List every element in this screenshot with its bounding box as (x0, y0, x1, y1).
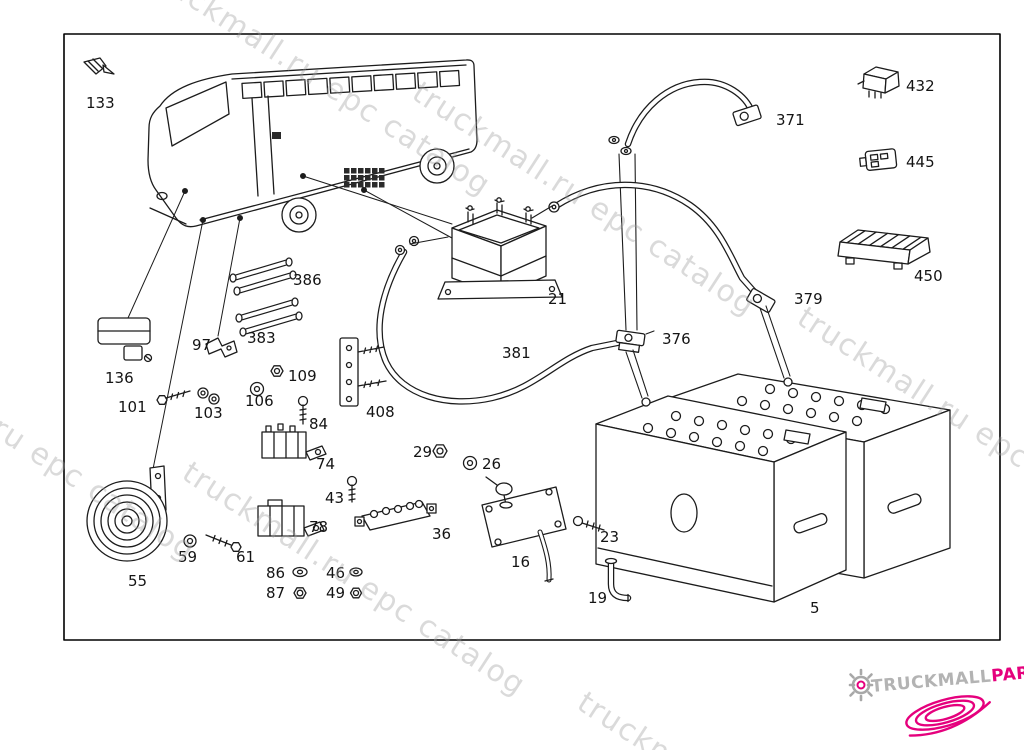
part-55-horn (86, 465, 168, 562)
part-86-washer (292, 566, 308, 578)
part-label-445: 445 (906, 153, 935, 171)
part-label-5: 5 (810, 599, 820, 617)
leader-lines (127, 173, 453, 475)
part-label-109: 109 (288, 367, 317, 385)
part-101-bolt (156, 390, 191, 405)
part-5-batteries (595, 373, 951, 603)
part-label-16: 16 (511, 553, 530, 571)
part-84-screw (297, 395, 309, 425)
part-label-78: 78 (309, 518, 328, 536)
part-label-87: 87 (266, 584, 285, 602)
logo-art (848, 668, 991, 737)
part-46-washer (349, 567, 363, 577)
part-36-fuse-strip (354, 499, 437, 531)
part-label-29: 29 (413, 443, 432, 461)
part-label-103: 103 (194, 404, 223, 422)
part-49-nut (349, 587, 363, 599)
part-21-battery-relay (437, 197, 563, 300)
part-label-408: 408 (366, 403, 395, 421)
part-103-clamp (197, 387, 220, 405)
part-109-nut (270, 365, 284, 377)
bus-equipment-marks (272, 132, 385, 188)
bus-wheel-front (281, 197, 317, 233)
diagram-border (63, 33, 1001, 641)
part-23-screw (572, 515, 605, 532)
part-label-371: 371 (776, 111, 805, 129)
part-label-86: 86 (266, 564, 285, 582)
part-59-washer (183, 534, 197, 548)
part-label-61: 61 (236, 548, 255, 566)
part-label-106: 106 (245, 392, 274, 410)
part-432-relay (857, 66, 900, 99)
part-label-49: 49 (326, 584, 345, 602)
part-label-21: 21 (548, 290, 567, 308)
part-label-55: 55 (128, 572, 147, 590)
part-label-383: 383 (247, 329, 276, 347)
truckmall-logo: TRUCKMALLPARTS (845, 655, 1024, 747)
part-19-elbow (604, 557, 632, 603)
part-label-379: 379 (794, 290, 823, 308)
part-label-74: 74 (316, 455, 335, 473)
part-label-26: 26 (482, 455, 501, 473)
part-label-23: 23 (600, 528, 619, 546)
part-label-84: 84 (309, 415, 328, 433)
swirl-icon (905, 695, 991, 737)
part-label-36: 36 (432, 525, 451, 543)
bus-illustration (147, 59, 478, 233)
part-445-connector (859, 148, 898, 171)
cable-371 (608, 78, 762, 156)
part-label-376: 376 (662, 330, 691, 348)
part-label-97: 97 (192, 336, 211, 354)
part-78-relay (257, 499, 325, 537)
part-26-washer (462, 455, 478, 471)
part-label-59: 59 (178, 548, 197, 566)
part-133-screw (83, 57, 115, 75)
part-383-cables (235, 297, 303, 337)
part-106-grommet (249, 381, 265, 397)
part-87-nut (293, 587, 307, 599)
part-label-136: 136 (105, 369, 134, 387)
part-408-plate (339, 337, 387, 407)
cable-381 (376, 235, 626, 405)
part-label-46: 46 (326, 564, 345, 582)
gear-icon (848, 668, 874, 702)
part-label-381: 381 (502, 344, 531, 362)
part-450-control-unit (837, 229, 931, 270)
part-74-relay (261, 423, 327, 461)
part-labels: 133 432 445 371 450 379 386 383 21 376 97 136 109 101… (86, 77, 943, 617)
part-136-box (97, 317, 153, 363)
part-29-nut (432, 444, 448, 458)
part-label-101: 101 (118, 398, 147, 416)
bus-wheel-rear (419, 148, 455, 184)
part-97-bracket (205, 337, 238, 358)
part-label-432: 432 (906, 77, 935, 95)
part-label-450: 450 (914, 267, 943, 285)
part-label-19: 19 (588, 589, 607, 607)
part-label-43: 43 (325, 489, 344, 507)
cable-379 (548, 181, 791, 379)
bus-windows (241, 69, 461, 100)
clamp-376 (615, 329, 655, 399)
part-16-switch (481, 476, 567, 583)
part-label-386: 386 (293, 271, 322, 289)
part-label-133: 133 (86, 94, 115, 112)
part-43-screw (346, 475, 358, 503)
cable-to-battery-lines (618, 153, 638, 331)
part-61-bolt (205, 534, 242, 552)
part-386-cables (229, 257, 297, 296)
